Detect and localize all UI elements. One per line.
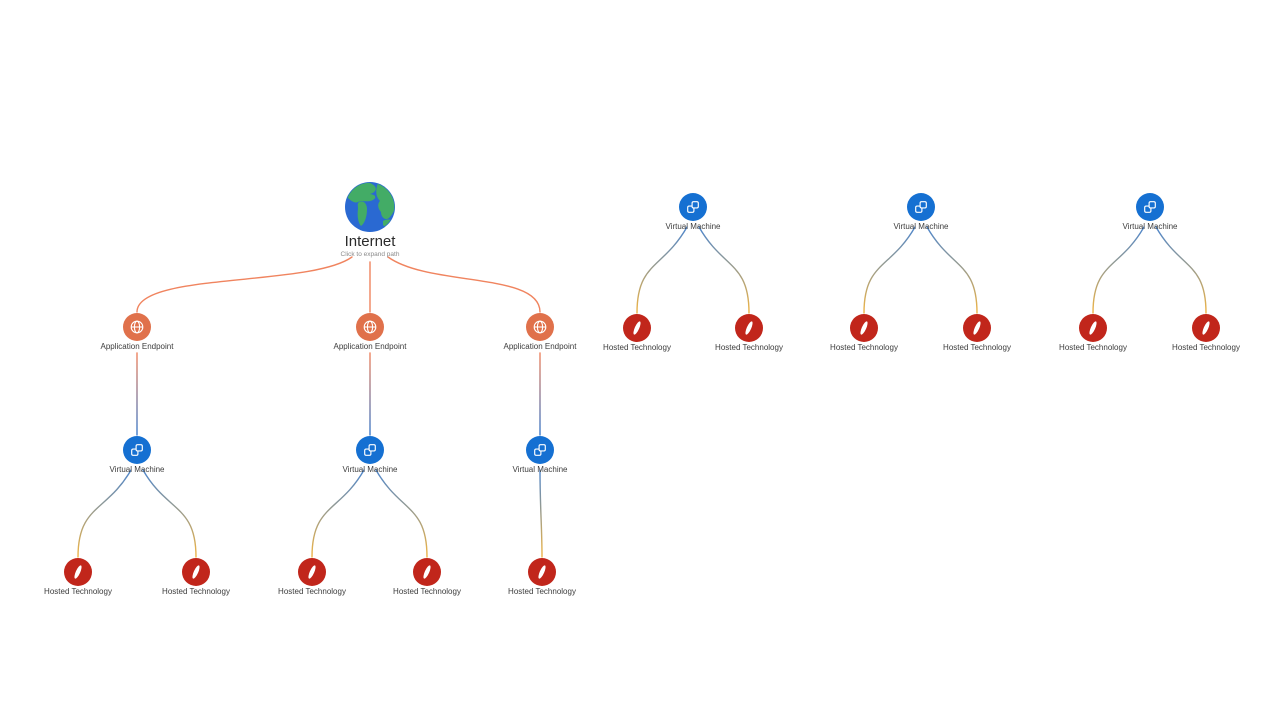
virtual-machine-node[interactable]: Virtual Machine [894, 193, 950, 231]
virtual-machine-node[interactable]: Virtual Machine [1123, 193, 1179, 231]
hosted-technology-node[interactable]: Hosted Technology [830, 314, 898, 352]
blocked-slash-icon [1202, 321, 1210, 335]
node-label: Virtual Machine [894, 222, 950, 231]
link-vm5-ht8 [863, 226, 916, 314]
blocked-slash-icon [1089, 321, 1097, 335]
globe-icon [533, 320, 547, 334]
hosted-technology-node[interactable]: Hosted Technology [1059, 314, 1127, 352]
blocked-slash-icon [192, 565, 200, 579]
virtual-machine-node[interactable]: Virtual Machine [343, 436, 399, 474]
hosted-technology-node[interactable]: Hosted Technology [162, 558, 230, 596]
node-label: Virtual Machine [343, 465, 399, 474]
hosted-technology-node[interactable]: Hosted Technology [715, 314, 783, 352]
application-endpoint-node[interactable]: Application Endpoint [101, 313, 175, 351]
link-vm4-ht7 [698, 226, 750, 314]
node-label: Hosted Technology [715, 343, 783, 352]
link-vm4-ht6 [636, 226, 688, 314]
blocked-slash-icon [538, 565, 546, 579]
hosted-technology-node[interactable]: Hosted Technology [1172, 314, 1240, 352]
copy-icon [364, 444, 376, 456]
blocked-slash-icon [860, 321, 868, 335]
link-vm3-ht5 [539, 469, 543, 558]
virtual-machine-node[interactable]: Virtual Machine [513, 436, 569, 474]
link-vm2-ht4 [375, 469, 428, 558]
node-sublabel: Click to expand path [341, 251, 400, 258]
link-vm1-ht2 [142, 469, 197, 558]
link-vm2-ht3 [311, 469, 365, 558]
links-layer [77, 226, 1207, 558]
node-label: Internet [345, 233, 397, 250]
link-vm6-ht10 [1092, 226, 1145, 314]
globe-icon [363, 320, 377, 334]
link-internet-ae1 [136, 256, 353, 313]
node-label: Hosted Technology [278, 587, 346, 596]
node-label: Hosted Technology [1172, 343, 1240, 352]
node-label: Virtual Machine [513, 465, 569, 474]
application-endpoint-node[interactable]: Application Endpoint [504, 313, 578, 351]
copy-icon [534, 444, 546, 456]
hosted-technology-node[interactable]: Hosted Technology [603, 314, 671, 352]
node-label: Hosted Technology [393, 587, 461, 596]
node-label: Hosted Technology [943, 343, 1011, 352]
node-label: Virtual Machine [110, 465, 166, 474]
link-vm6-ht11 [1155, 226, 1207, 314]
globe-icon [130, 320, 144, 334]
node-label: Hosted Technology [44, 587, 112, 596]
virtual-machine-node[interactable]: Virtual Machine [666, 193, 722, 231]
hosted-technology-node[interactable]: Hosted Technology [508, 558, 576, 596]
blocked-slash-icon [74, 565, 82, 579]
copy-icon [687, 201, 699, 213]
blocked-slash-icon [973, 321, 981, 335]
blocked-slash-icon [745, 321, 753, 335]
hosted-technology-node[interactable]: Hosted Technology [44, 558, 112, 596]
link-vm5-ht9 [926, 226, 978, 314]
node-label: Virtual Machine [1123, 222, 1179, 231]
node-label: Application Endpoint [101, 342, 175, 351]
node-label: Application Endpoint [334, 342, 408, 351]
node-label: Application Endpoint [504, 342, 578, 351]
virtual-machine-node[interactable]: Virtual Machine [110, 436, 166, 474]
copy-icon [131, 444, 143, 456]
internet-globe-icon [345, 182, 395, 232]
hosted-technology-node[interactable]: Hosted Technology [278, 558, 346, 596]
application-endpoint-node[interactable]: Application Endpoint [334, 313, 408, 351]
blocked-slash-icon [423, 565, 431, 579]
node-label: Hosted Technology [508, 587, 576, 596]
link-internet-ae3 [387, 256, 541, 313]
node-label: Hosted Technology [1059, 343, 1127, 352]
blocked-slash-icon [633, 321, 641, 335]
link-vm1-ht1 [77, 469, 132, 558]
copy-icon [915, 201, 927, 213]
node-label: Hosted Technology [603, 343, 671, 352]
copy-icon [1144, 201, 1156, 213]
node-label: Virtual Machine [666, 222, 722, 231]
blocked-slash-icon [308, 565, 316, 579]
node-label: Hosted Technology [830, 343, 898, 352]
hosted-technology-node[interactable]: Hosted Technology [943, 314, 1011, 352]
node-label: Hosted Technology [162, 587, 230, 596]
hosted-technology-node[interactable]: Hosted Technology [393, 558, 461, 596]
